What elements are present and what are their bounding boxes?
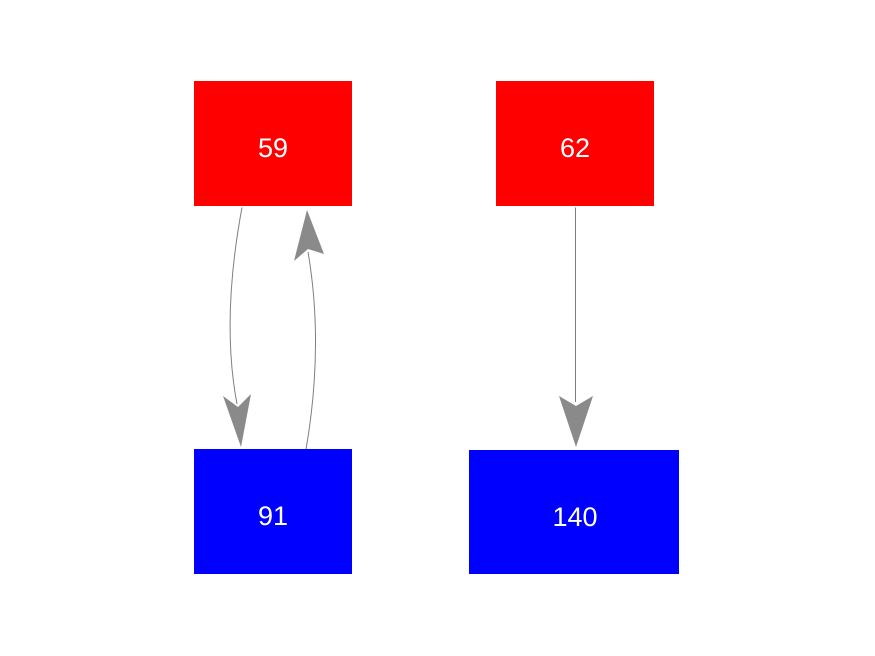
edge-62-140-arrowhead-icon (559, 396, 593, 447)
edge-91-59-arrowhead-icon (294, 210, 324, 261)
node-62-label: 62 (560, 133, 590, 163)
edge-59-91-arrowhead-icon (223, 394, 251, 447)
edge-59-91-line (229, 207, 243, 405)
node-91 (194, 449, 352, 574)
node-140-label: 140 (552, 502, 597, 532)
node-59-label: 59 (258, 133, 288, 163)
node-140 (469, 450, 679, 574)
node-62 (496, 81, 654, 206)
edge-91-59-line (305, 251, 317, 450)
node-59 (194, 81, 352, 206)
node-91-label: 91 (258, 501, 288, 531)
